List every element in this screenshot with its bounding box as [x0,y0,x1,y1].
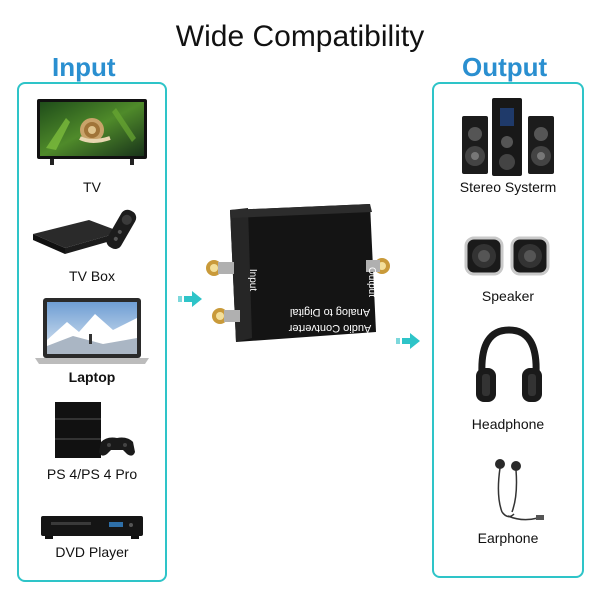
input-item-label: TV [83,179,101,195]
input-heading: Input [52,52,116,82]
diagram-title: Wide Compatibility [175,20,425,53]
input-panel: TV TV Box Laptop [17,82,167,582]
output-arrow-icon [396,333,420,349]
stereo-system-icon [462,98,554,176]
tv-box-icon [33,209,137,254]
device-input-label: Input [247,268,258,292]
input-arrow-icon [178,291,202,307]
earphone-icon [495,459,544,521]
device-name-line1: Analog to Digital [289,306,371,318]
tv-icon [37,99,147,165]
input-item-label: TV Box [69,268,115,284]
output-heading: Output [462,52,548,82]
input-item-label: DVD Player [55,544,129,560]
output-panel: Stereo Systerm Speaker Headphone Earphon… [432,82,584,578]
laptop-icon [35,298,149,364]
headphone-icon [476,326,542,402]
converter-device [206,204,390,342]
output-item-label: Headphone [471,416,545,432]
output-item-label: Stereo Systerm [459,179,557,195]
game-console-icon [55,402,135,458]
speaker-icon [464,236,550,276]
input-item-label: Laptop [68,369,116,385]
dvd-player-icon [41,516,143,539]
output-item-label: Speaker [481,288,535,304]
device-name-line2: Audio Contverter [288,322,372,334]
output-item-label: Earphone [477,530,539,546]
input-item-label: PS 4/PS 4 Pro [46,466,138,482]
